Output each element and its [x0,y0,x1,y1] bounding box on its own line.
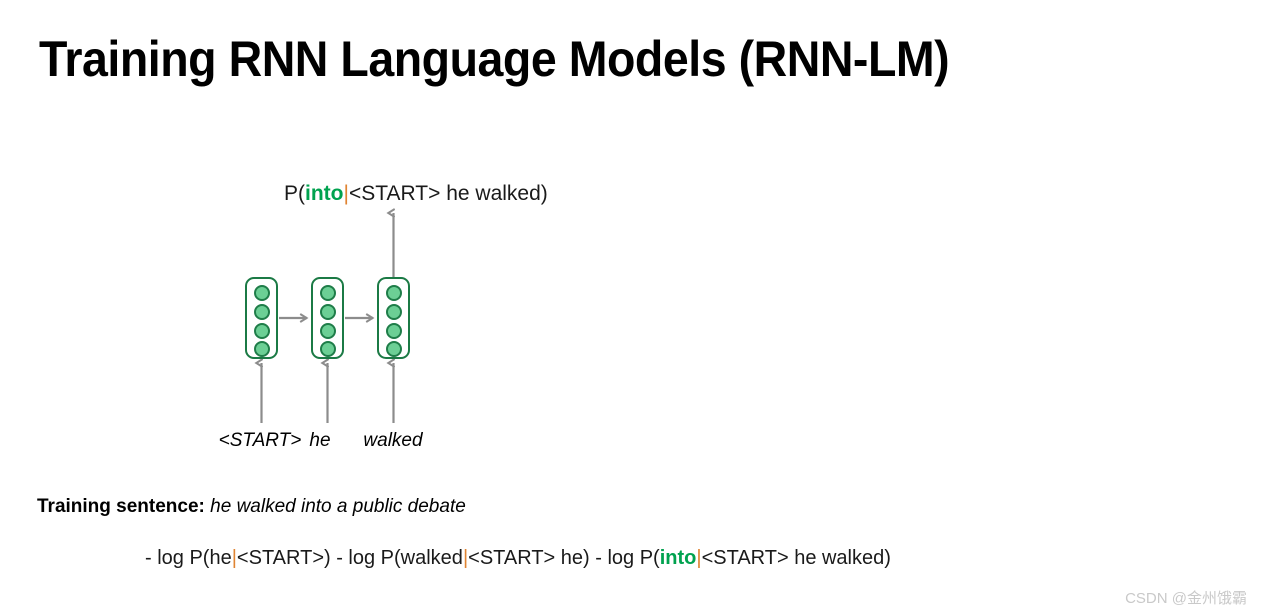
hidden-unit [319,323,336,339]
loss-pipe-2: | [462,547,469,569]
prob-prefix: P( [284,182,305,205]
loss-pipe-1: | [231,547,237,569]
loss-pipe-3: | [696,547,702,569]
prob-suffix: ) [540,182,548,205]
output-probability-expression: P(into|<START> he walked) [284,181,548,207]
hidden-unit [253,304,270,320]
hidden-unit [385,341,402,357]
training-sentence-text: he walked into a public debate [210,496,466,517]
loss-part-1: - log P(he [145,547,232,569]
hidden-unit [319,304,336,320]
hidden-unit [385,304,402,320]
hidden-unit [319,341,336,357]
loss-part-4: <START> he walked) [701,547,891,569]
hidden-unit [253,323,270,339]
hidden-unit [253,285,270,301]
input-word-label-1: <START> [218,430,302,451]
hidden-state-cell-3 [377,277,410,359]
loss-green-token: into [659,547,697,569]
hidden-state-cell-2 [311,277,344,359]
hidden-unit [253,341,270,357]
csdn-watermark: CSDN @金州饿霸 [1125,590,1247,607]
hidden-unit [319,285,336,301]
input-word-label-3: walked [363,430,423,451]
prob-context: <START> he walked [348,182,541,205]
loss-part-3: <START> he) - log P( [468,547,660,569]
page-title: Training RNN Language Models (RNN-LM) [39,31,950,87]
loss-formula: - log P(he|<START>) - log P(walked|<STAR… [145,547,891,570]
hidden-state-cell-1 [245,277,278,359]
training-sentence-label: Training sentence: [37,496,205,517]
hidden-unit [385,285,402,301]
prob-target-word: into [305,182,344,205]
input-word-label-2: he [309,430,331,451]
prob-separator: | [343,182,349,205]
hidden-unit [385,323,402,339]
training-sentence-line: Training sentence: he walked into a publ… [37,496,466,518]
loss-part-2: <START>) - log P(walked [236,547,463,569]
